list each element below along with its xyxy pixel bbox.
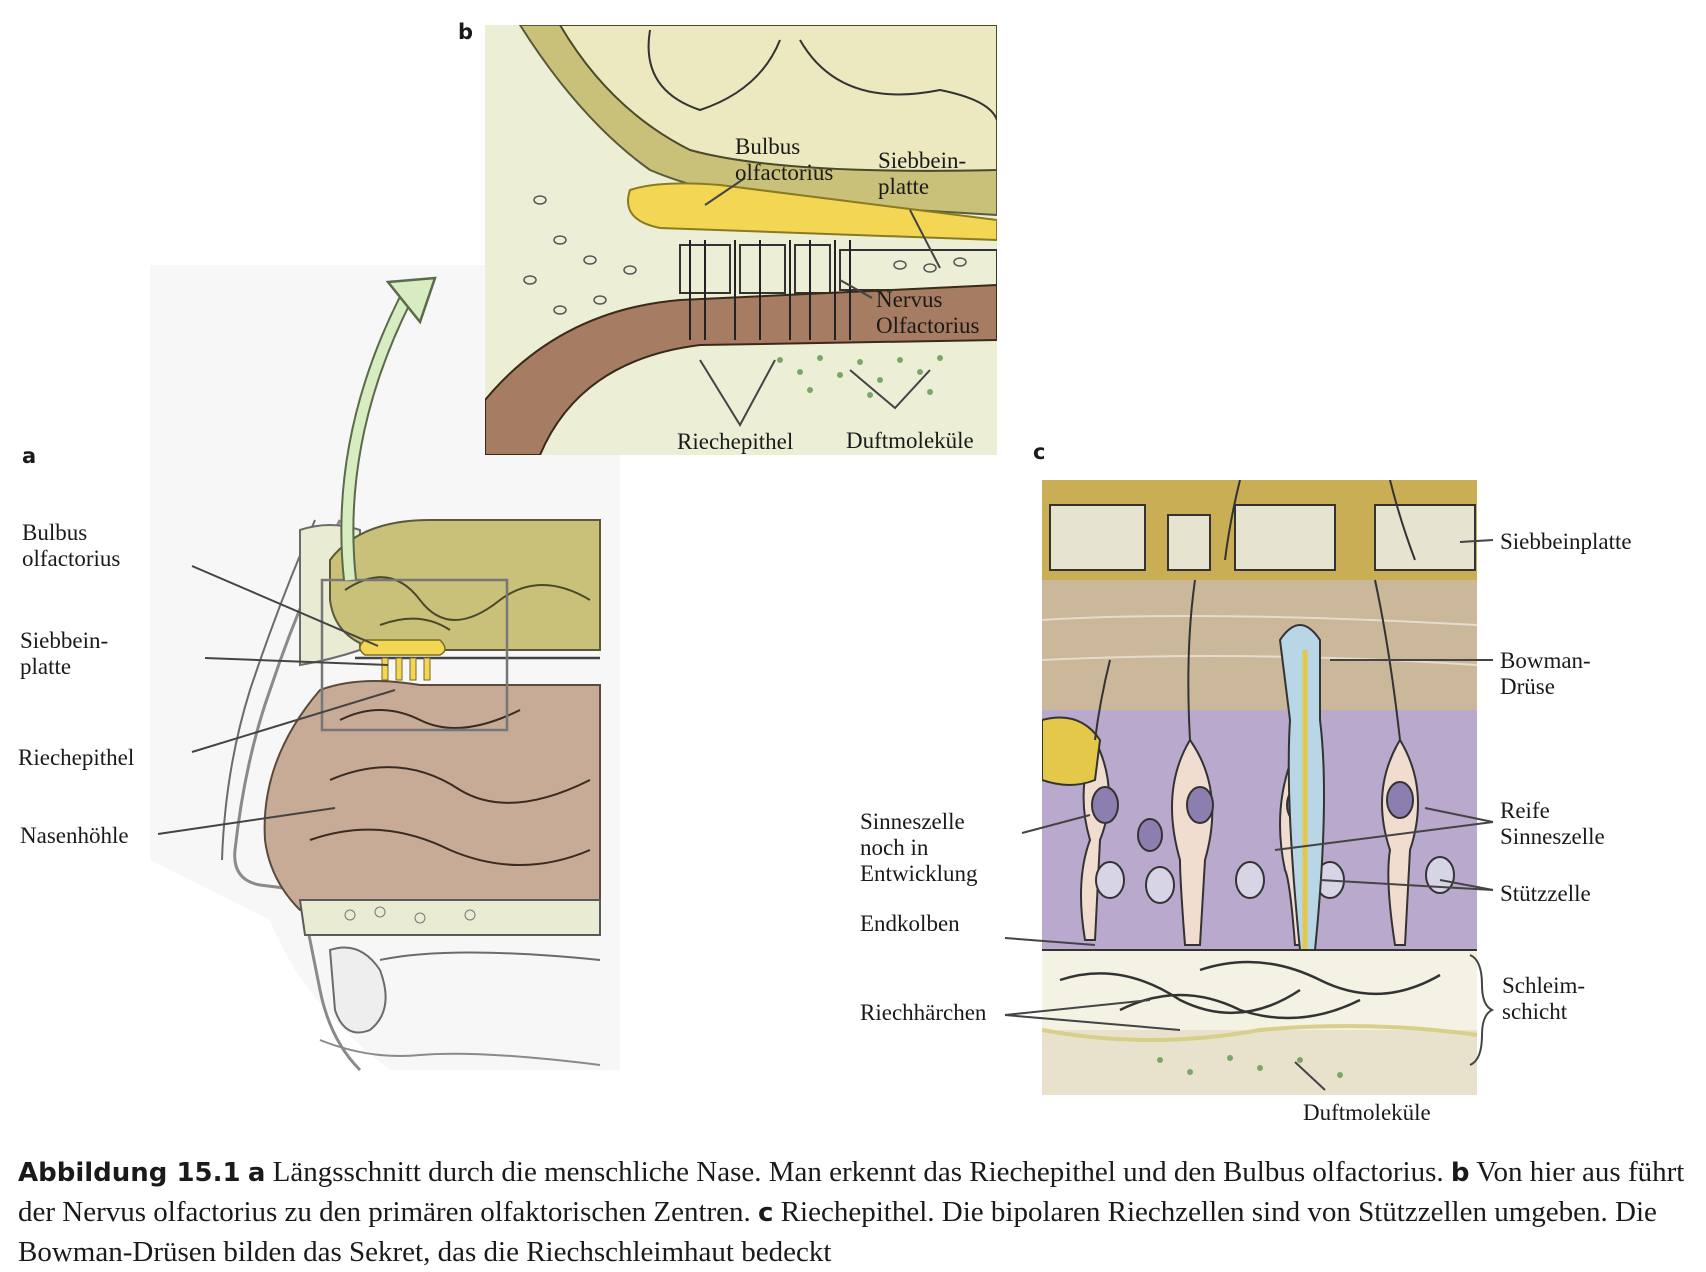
- label-c-riechhaerchen: Riechhärchen: [860, 1000, 987, 1025]
- label-c-endkolben: Endkolben: [860, 911, 960, 936]
- panel-a-drawing: [150, 265, 620, 1072]
- figure-caption: Abbildung 15.1 a Längsschnitt durch die …: [18, 1153, 1688, 1272]
- label-c-sinneszelle-entwicklung: Sinneszelle noch in Entwicklung: [860, 809, 978, 886]
- panel-letter-b: b: [458, 20, 474, 44]
- panel-c-drawing: [1004, 480, 1495, 1095]
- label-c-duftmolekuele: Duftmoleküle: [1303, 1100, 1431, 1125]
- label-c-schleimschicht: Schleim- schicht: [1502, 973, 1586, 1024]
- caption-letter-c: c: [758, 1198, 774, 1228]
- label-c-bowman: Bowman- Drüse: [1500, 648, 1591, 699]
- caption-text-b: Von hier aus führt der Nervus olfactoriu…: [18, 1156, 1685, 1228]
- label-b-riechepithel: Riechepithel: [677, 429, 794, 454]
- label-c-stuetzzelle: Stützzelle: [1500, 881, 1591, 906]
- caption-text-c: Riechepithel. Die bipolaren Riechzellen …: [18, 1196, 1657, 1268]
- label-b-nervus: Nervus Olfactorius: [876, 287, 980, 338]
- caption-letter-b: b: [1450, 1158, 1470, 1188]
- label-b-bulbus: Bulbus olfactorius: [735, 134, 834, 185]
- caption-letter-a: a: [247, 1158, 266, 1188]
- label-c-reife-sinneszelle: Reife Sinneszelle: [1500, 798, 1605, 849]
- label-b-duftmolekuele: Duftmoleküle: [846, 428, 974, 453]
- caption-figure-number: Abbildung 15.1: [18, 1158, 241, 1188]
- label-a-nasenhoehle: Nasenhöhle: [20, 823, 129, 848]
- label-a-siebbein: Siebbein- platte: [20, 628, 109, 679]
- panel-letter-c: c: [1033, 440, 1046, 464]
- label-c-siebbeinplatte: Siebbeinplatte: [1500, 529, 1632, 554]
- label-a-riechepithel: Riechepithel: [18, 745, 135, 770]
- panel-letter-a: a: [22, 444, 37, 468]
- label-a-bulbus: Bulbus olfactorius: [22, 520, 121, 571]
- label-b-siebbein: Siebbein- platte: [878, 148, 967, 199]
- panel-b-drawing: [485, 25, 997, 455]
- caption-text-a: Längsschnitt durch die menschliche Nase.…: [272, 1156, 1444, 1188]
